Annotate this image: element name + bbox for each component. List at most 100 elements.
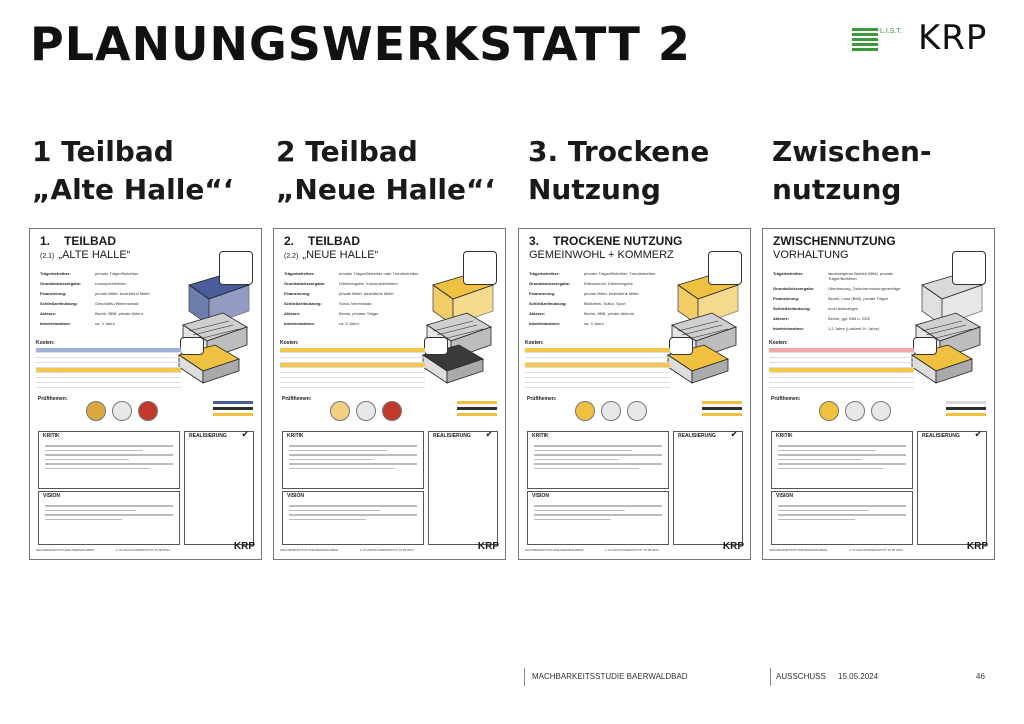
poster-subtitle-text: „ALTE HALLE“	[58, 249, 131, 261]
check-topic-icon	[627, 401, 647, 421]
poster-title-text: ZWISCHENNUTZUNG	[773, 234, 896, 248]
poster-fields: Trägerbetreiber: landeseigener Betrieb (B…	[773, 271, 913, 336]
column-heading-1: 1 Teilbad „Alte Halle“‘	[32, 133, 233, 209]
costs-row	[769, 378, 914, 383]
poster-subtitle-number: (2.1)	[40, 253, 55, 260]
poster-field: Schließzeitnutzung:Bibliothek, Kultur, S…	[529, 301, 669, 306]
poster-field: Trägerbetreiber:privater Träger/Betreibe…	[40, 271, 180, 276]
poster-field-value: Bezirk, BBB, private Akteure	[584, 311, 635, 316]
poster-field-value: ca. 3 Jahre	[584, 321, 604, 326]
critique-box: KRITIK	[527, 431, 669, 489]
poster-field-label: Akteure:	[40, 311, 57, 316]
poster-footer-study: MACHBARKEITSSTUDIE BAERWALDBAD	[525, 548, 584, 552]
costs-row	[525, 383, 670, 388]
poster-title-text: TEILBAD	[308, 234, 361, 248]
page-title: PLANUNGSWERKSTATT 2	[30, 17, 691, 71]
costs-label: Kosten:	[769, 340, 788, 346]
costs-row	[36, 383, 181, 388]
poster-field-value: private Mittel, bezirkliche Mittel	[339, 291, 394, 296]
poster-field-label: Trägerbetreiber:	[284, 271, 315, 276]
poster-field: Finanzierung:private Mittel, bezirkliche…	[529, 291, 669, 296]
poster-field-label: Akteure:	[773, 316, 790, 321]
check-topic-icon	[575, 401, 595, 421]
column-heading-line: Zwischen-	[772, 135, 932, 168]
realization-box: REALISIERUNG✔	[428, 429, 498, 545]
check-topics-label: Prüfthemen:	[527, 396, 557, 402]
costs-table: Kosten:	[280, 341, 425, 389]
column-heading-line: 3. Trockene	[528, 135, 710, 168]
column-heading-line: „Neue Halle“‘	[276, 173, 496, 206]
check-mark-icon: ✔	[730, 429, 738, 439]
poster-title: 3.TROCKENE NUTZUNG	[529, 235, 682, 248]
vision-box: VISION	[527, 491, 669, 545]
poster-field-label: Schließzeitnutzung:	[529, 301, 567, 306]
costs-row	[769, 348, 914, 353]
poster-field-label: Schließzeitnutzung:	[284, 301, 322, 306]
critique-label: KRITIK	[532, 433, 549, 439]
list-logo-mark	[852, 28, 878, 56]
costs-row	[280, 368, 425, 373]
poster-footer-logo: KRP	[722, 541, 744, 552]
poster-footer-study: MACHBARKEITSSTUDIE BAERWALDBAD	[280, 548, 339, 552]
poster-subtitle-number: (2.2)	[284, 253, 299, 260]
poster-field: Grundstücksvergabe:Überlassung, Zwischen…	[773, 286, 913, 291]
costs-row	[525, 368, 670, 373]
page-number: 46	[976, 672, 985, 681]
check-topic-icon	[845, 401, 865, 421]
legend	[702, 401, 742, 419]
callout-note	[219, 251, 253, 285]
poster-field: Inbetriebnahme:ca. 3 Jahre	[529, 321, 669, 326]
critique-label: KRITIK	[776, 433, 793, 439]
poster-field-label: Grundstücksvergabe:	[529, 281, 571, 286]
costs-row	[525, 358, 670, 363]
costs-row	[36, 373, 181, 378]
poster-field-value: landeseigener Betrieb (BIM), privater Tr…	[828, 271, 894, 281]
poster-fields: Trägerbetreiber:privater Träger/Betreibe…	[40, 271, 180, 331]
poster-field-value: Geschäfts-/Wellnessbad	[95, 301, 139, 306]
check-topic-icon	[86, 401, 106, 421]
costs-row	[280, 358, 425, 363]
costs-row	[769, 363, 914, 368]
list-logo: L.I.S.T.	[852, 28, 908, 58]
critique-label: KRITIK	[43, 433, 60, 439]
poster-field-label: Inbetriebnahme:	[40, 321, 72, 326]
poster-footer-event: 2. PLANUNGSWERKSTATT 15.05.2024	[605, 548, 659, 552]
callout-note	[708, 251, 742, 285]
costs-row	[280, 348, 425, 353]
poster-title: 1.TEILBAD	[40, 235, 116, 248]
poster-field: Akteure:Bezirk, privater Träger	[284, 311, 424, 316]
footer-divider	[524, 668, 525, 686]
vision-label: VISION	[532, 493, 549, 499]
costs-row	[525, 378, 670, 383]
critique-box: KRITIK	[771, 431, 913, 489]
poster-field-label: Finanzierung:	[284, 291, 311, 296]
poster-title-text: TROCKENE NUTZUNG	[553, 234, 683, 248]
poster-field-value: Bezirk, ggf. BIM o. GSE	[828, 316, 871, 321]
check-topics-label: Prüfthemen:	[282, 396, 312, 402]
poster-subtitle: GEMEINWOHL + KOMMERZ	[529, 249, 674, 261]
poster-field-value: private Mittel, bezirkliche Mittel	[95, 291, 150, 296]
costs-row	[280, 383, 425, 388]
footer-divider	[770, 668, 771, 686]
column-heading-line: Nutzung	[528, 173, 661, 206]
column-heading-2: 2 Teilbad „Neue Halle“‘	[276, 133, 495, 209]
poster-field-label: Akteure:	[529, 311, 546, 316]
poster-field-label: Inbetriebnahme:	[773, 326, 805, 331]
poster-field: Grundstücksvergabe:Direktvergabe, Konzep…	[284, 281, 424, 286]
poster-field: Inbetriebnahme:ca. 3 Jahre	[40, 321, 180, 326]
footer-study: MACHBARKEITSSTUDIE BAERWALDBAD	[532, 672, 688, 681]
poster-field-value: Überlassung, Zwischennutzungsverträge	[828, 286, 901, 291]
vision-box: VISION	[771, 491, 913, 545]
poster-footer-study: MACHBARKEITSSTUDIE BAERWALDBAD	[36, 548, 95, 552]
check-topics: Prüfthemen:	[38, 397, 188, 425]
check-mark-icon: ✔	[485, 429, 493, 439]
poster-field-label: Finanzierung:	[529, 291, 556, 296]
poster-field-value: Konzeptverfahren	[95, 281, 127, 286]
poster-subtitle: (2.1)„ALTE HALLE“	[40, 249, 130, 263]
poster-field-label: Trägerbetreiber:	[773, 271, 804, 276]
critique-box: KRITIK	[282, 431, 424, 489]
poster-subtitle: VORHALTUNG	[773, 249, 849, 261]
costs-row	[280, 378, 425, 383]
poster-field: Trägerbetreiber:privater Träger/Betreibe…	[284, 271, 424, 276]
